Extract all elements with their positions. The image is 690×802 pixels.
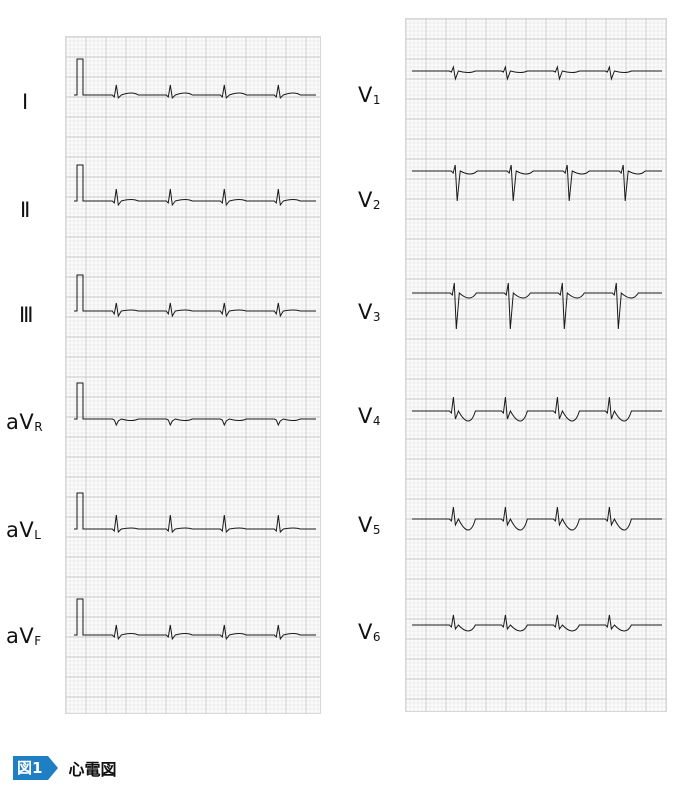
figure-caption: 図1 心電図 <box>13 756 116 780</box>
trace-lead-V5 <box>412 506 662 531</box>
ecg-strip-chest-leads <box>405 18 667 712</box>
lead-label-aVF: aVF <box>6 624 42 648</box>
lead-label-I: Ⅰ <box>22 90 29 114</box>
lead-label-aVR: aVR <box>6 410 44 434</box>
trace-lead-II <box>74 164 316 207</box>
lead-label-V1: V1 <box>358 83 382 107</box>
trace-lead-V3 <box>412 282 662 330</box>
lead-label-V6: V6 <box>358 620 382 644</box>
trace-lead-V2 <box>412 164 662 202</box>
figure-number-badge: 図1 <box>13 756 49 780</box>
trace-lead-V1 <box>412 65 662 81</box>
lead-label-III: Ⅲ <box>19 303 34 327</box>
ecg-traces-limb <box>66 37 320 713</box>
lead-label-II: Ⅱ <box>20 198 31 222</box>
trace-lead-V6 <box>412 614 662 632</box>
ecg-strip-limb-leads <box>65 36 321 714</box>
ecg-traces-chest <box>406 19 666 711</box>
trace-lead-aVL <box>74 492 316 534</box>
lead-label-V4: V4 <box>358 404 382 428</box>
trace-lead-V4 <box>412 396 662 422</box>
ecg-grid <box>406 19 666 711</box>
lead-label-aVL: aVL <box>6 518 42 542</box>
badge-arrow-icon <box>48 756 59 780</box>
ecg-grid <box>66 37 320 713</box>
trace-lead-aVF <box>74 598 316 641</box>
lead-label-V2: V2 <box>358 188 382 212</box>
lead-label-V3: V3 <box>358 300 382 324</box>
trace-lead-I <box>74 58 316 100</box>
lead-label-V5: V5 <box>358 513 382 537</box>
trace-lead-aVR <box>74 382 316 427</box>
figure-caption-text: 心電図 <box>68 760 117 779</box>
trace-lead-III <box>74 274 316 318</box>
